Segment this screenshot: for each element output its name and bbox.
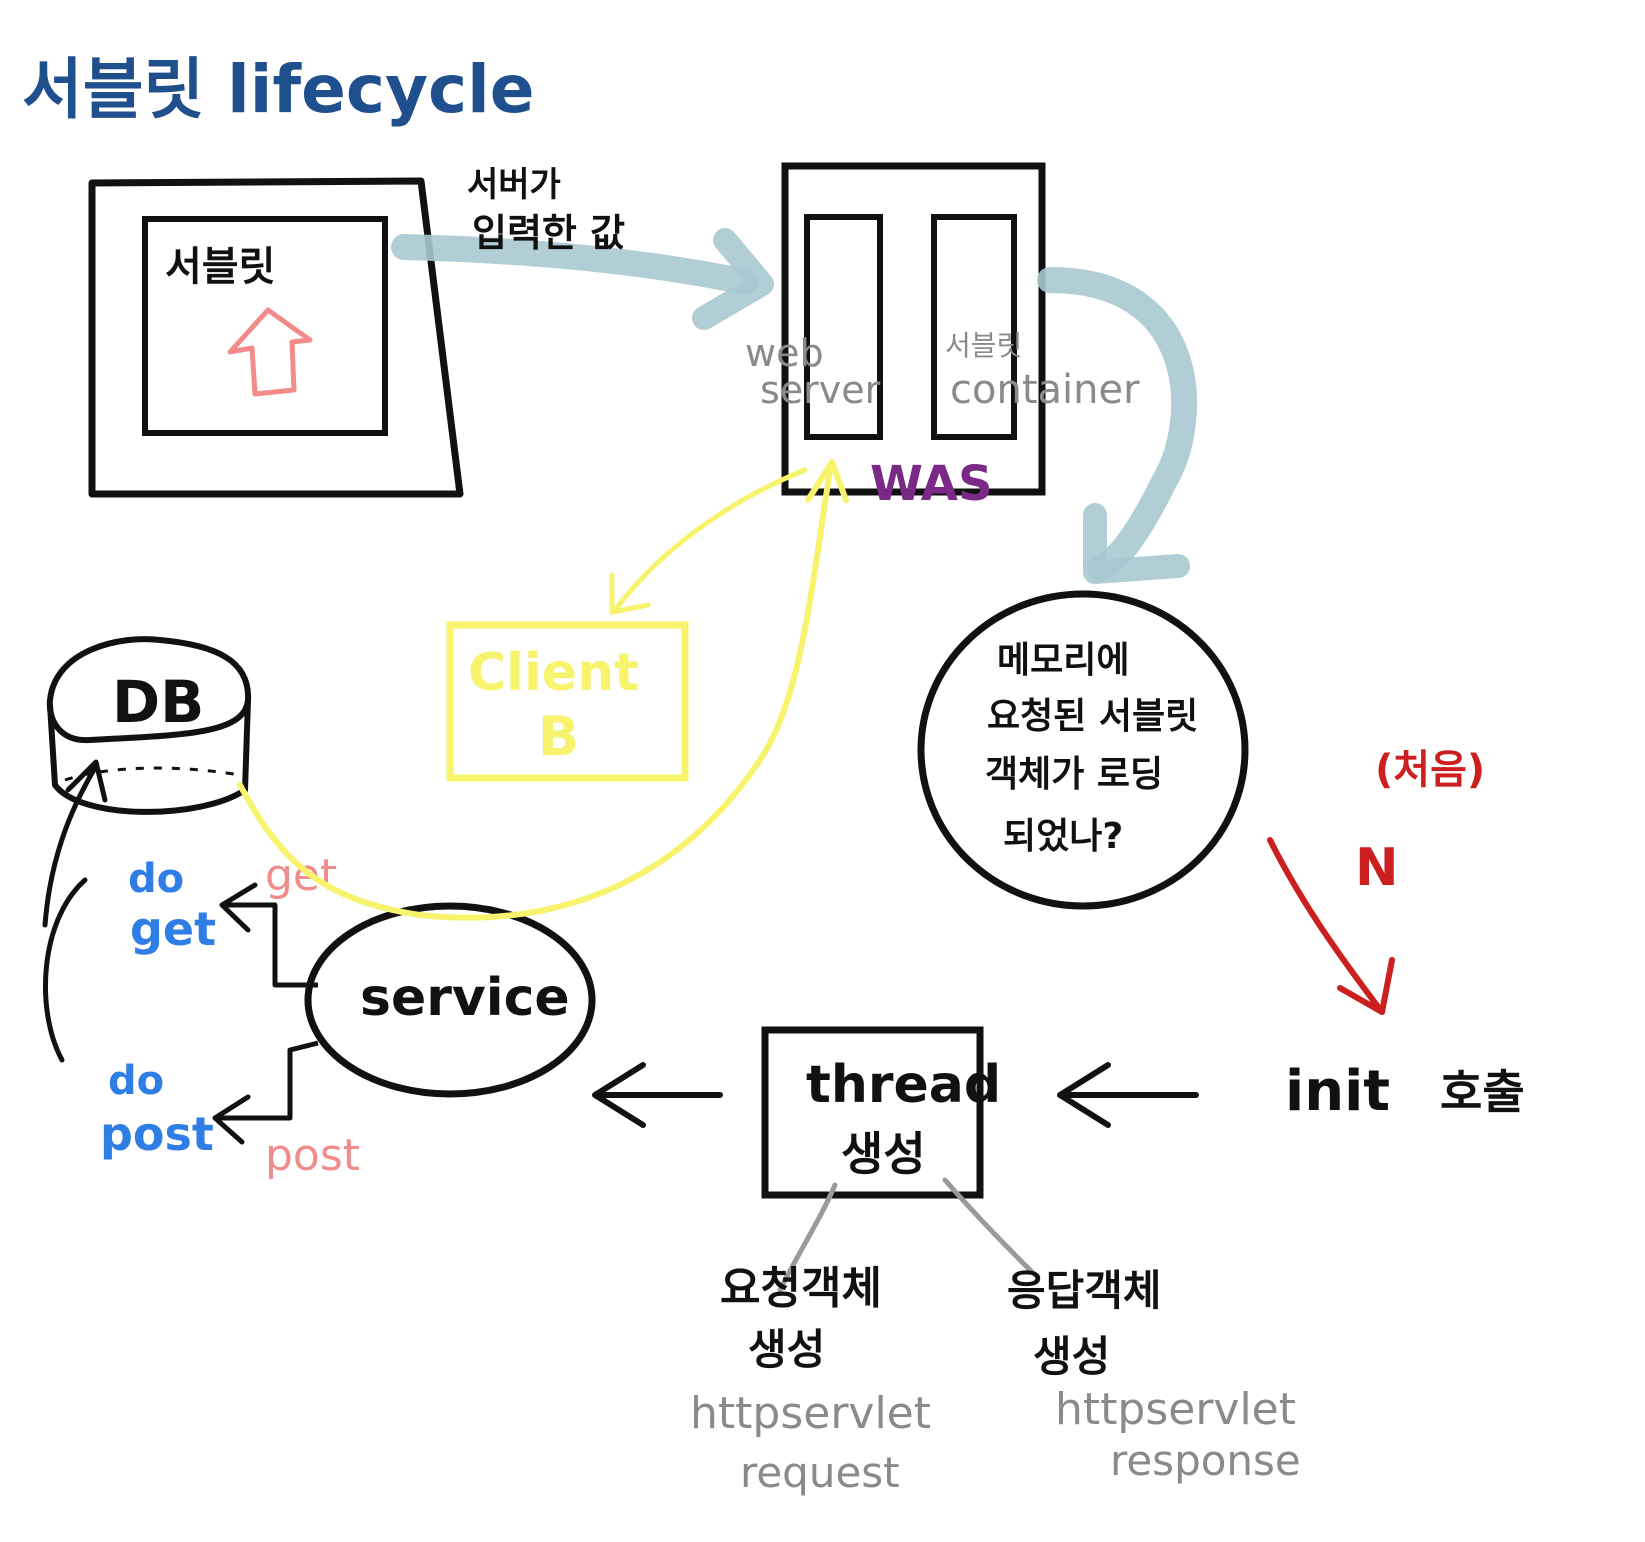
thread-label: thread <box>806 1055 1001 1115</box>
thread-create-label: 생성 <box>841 1127 926 1181</box>
db-inflow-arrow <box>42 765 98 928</box>
was-label: WAS <box>870 456 993 512</box>
dopost-line2: post <box>100 1107 214 1161</box>
service-to-dopost-arrowhead <box>212 1094 251 1145</box>
client-b-box <box>446 621 689 782</box>
db-cylinder-top <box>46 636 252 744</box>
was-box <box>781 162 1046 496</box>
servlet-container-label-line1: 서블릿 <box>945 329 1022 362</box>
thread-to-request-line <box>777 1182 838 1293</box>
post-method-label: post <box>265 1130 360 1181</box>
doget-line1: do <box>128 856 184 902</box>
service-ellipse <box>304 902 596 1098</box>
servlet-container-box <box>931 214 1017 440</box>
response-flow-curve <box>237 467 833 921</box>
web-server-label-line1: web <box>745 331 824 375</box>
first-time-label: (처음) <box>1375 747 1485 793</box>
input-label-line1: 서버가 <box>467 165 561 205</box>
response-object-line1: 응답객체 <box>1007 1266 1162 1315</box>
thread-to-response-line <box>942 1177 1038 1278</box>
service-to-doget-arrowhead <box>219 882 258 933</box>
up-arrow-icon <box>227 307 313 397</box>
response-flow-arrowhead <box>805 459 849 503</box>
servlet-container-label-line2: container <box>950 367 1140 413</box>
memory-check-line1: 메모리에 <box>997 640 1129 681</box>
browser-label: 서블릿 <box>165 244 275 290</box>
client-b-line2: B <box>538 705 579 768</box>
web-server-box <box>804 214 883 440</box>
get-method-label: get <box>265 850 337 901</box>
memory-check-line4: 되었나? <box>1003 816 1123 857</box>
request-object-line4: request <box>740 1448 900 1497</box>
db-inflow-arrowhead <box>65 759 108 803</box>
browser-screen <box>142 216 388 436</box>
dopost-to-db-arrow <box>42 877 88 1063</box>
input-flow-arrowhead <box>692 228 774 330</box>
input-label-line2: 입력한 값 <box>472 211 625 255</box>
thread-box <box>761 1026 984 1199</box>
memory-check-line2: 요청된 서블릿 <box>987 696 1198 737</box>
init-label: init <box>1285 1059 1390 1124</box>
service-to-doget-connector <box>225 902 318 988</box>
memory-check-circle <box>917 590 1249 910</box>
service-label: service <box>360 968 570 1028</box>
no-branch-arrowhead <box>1337 957 1395 1015</box>
call-label: 호출 <box>1440 1065 1525 1119</box>
request-object-line1: 요청객체 <box>720 1263 882 1314</box>
container-flow-arrowhead <box>1083 503 1190 584</box>
db-label: DB <box>112 668 204 736</box>
container-flow-arrow <box>1037 267 1198 581</box>
client-b-line1: Client <box>468 643 639 703</box>
service-to-dopost-connector <box>218 1040 319 1121</box>
response-object-line2: 생성 <box>1033 1332 1110 1381</box>
browser-frame <box>88 177 464 498</box>
request-object-line2: 생성 <box>748 1325 825 1374</box>
response-object-line3: httpservlet <box>1055 1384 1296 1435</box>
thread-to-service-arrowhead <box>592 1062 646 1128</box>
client-flow-curve <box>612 467 808 613</box>
request-object-line3: httpservlet <box>690 1388 931 1439</box>
db-cylinder-body <box>47 699 251 815</box>
no-label: N <box>1355 838 1399 898</box>
page-title: 서블릿 lifecycle <box>22 51 535 128</box>
doget-line2: get <box>130 902 216 956</box>
response-object-line4: response <box>1110 1436 1301 1485</box>
input-flow-arrow <box>391 234 758 295</box>
memory-check-line3: 객체가 로딩 <box>985 754 1163 795</box>
no-branch-arrow <box>1267 837 1385 1015</box>
client-flow-arrowhead <box>609 572 651 615</box>
init-to-thread-arrowhead <box>1057 1062 1111 1128</box>
web-server-label-line2: server <box>760 368 881 412</box>
dopost-line1: do <box>108 1058 164 1104</box>
